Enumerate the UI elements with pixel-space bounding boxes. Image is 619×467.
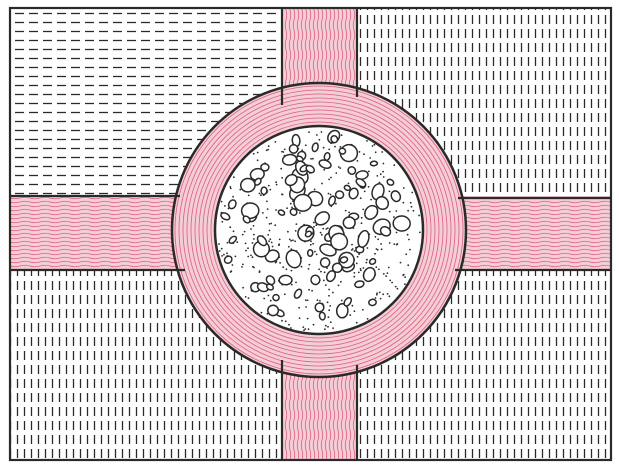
center-disc xyxy=(215,126,423,334)
